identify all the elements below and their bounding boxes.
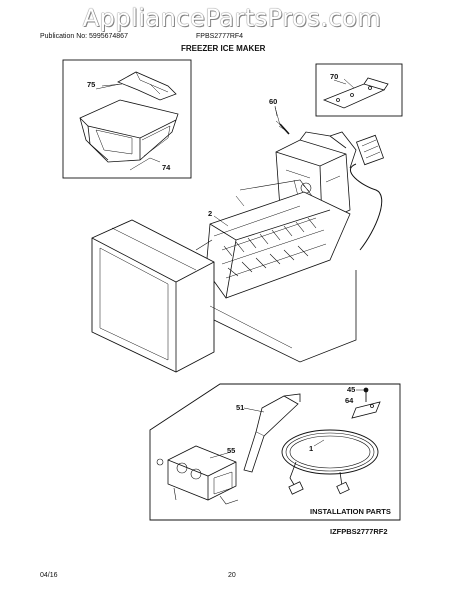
model-number: FPBS2777RF4	[196, 33, 244, 40]
ice-mould	[195, 179, 351, 299]
callout-51: 51	[236, 403, 245, 412]
ice-maker-housing	[91, 219, 215, 373]
figure-code: IZFPBS2777RF2	[330, 527, 388, 536]
callout-75: 75	[87, 80, 96, 89]
footer-page-number: 20	[228, 572, 236, 579]
callout-1: 1	[309, 444, 314, 453]
watermark-text: AppliancePartsPros.com	[82, 4, 382, 32]
clamp-64	[351, 401, 381, 419]
water-valve-55	[156, 445, 239, 505]
screw-45	[363, 387, 369, 402]
publication-number: Publication No: 5995674867	[40, 33, 128, 40]
callout-70: 70	[330, 72, 339, 81]
callout-45: 45	[347, 385, 356, 394]
callout-2: 2	[208, 209, 213, 218]
callout-64: 64	[345, 396, 354, 405]
water-line-coil	[281, 429, 379, 495]
ice-bucket-inset	[62, 59, 192, 179]
fill-tube-51	[243, 393, 301, 473]
callout-55: 55	[227, 446, 236, 455]
leader-lines	[101, 79, 364, 459]
wire-connector	[349, 134, 385, 251]
installation-parts-box	[149, 383, 401, 521]
callout-60: 60	[269, 97, 278, 106]
installation-parts-label: INSTALLATION PARTS	[310, 507, 391, 516]
screw-60	[274, 106, 290, 135]
bail-arm	[209, 270, 357, 363]
callout-74: 74	[162, 163, 171, 172]
bracket-inset	[315, 63, 403, 117]
section-title: FREEZER ICE MAKER	[181, 44, 266, 53]
footer-date: 04/16	[40, 572, 58, 579]
